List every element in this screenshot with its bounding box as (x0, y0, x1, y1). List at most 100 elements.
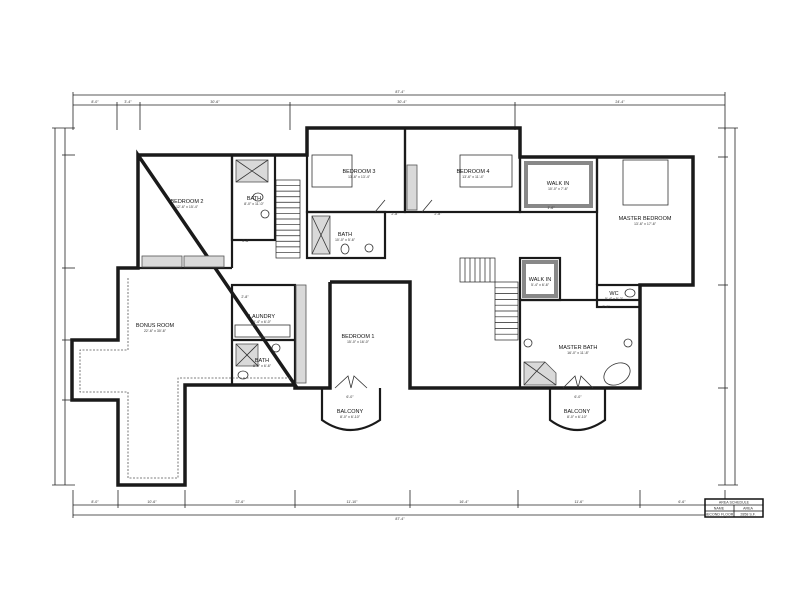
sink-icon (271, 343, 281, 353)
wc-walls (595, 283, 642, 309)
bottom-dim: 6'-6" (678, 500, 686, 504)
bottom-dim: 10'-6" (147, 500, 157, 504)
laundry-appliances (234, 324, 291, 338)
toilet-icon (340, 243, 350, 255)
area-schedule-header-area: AREA (743, 507, 753, 511)
lower-bath-size: 8'-0" x 6'-6" (253, 364, 272, 368)
door-dim: 2'-8" (391, 212, 399, 216)
small-walkin-shelf (522, 260, 558, 298)
area-schedule-title: AREA SCHEDULE (719, 501, 750, 505)
toilet-icon (624, 288, 636, 298)
master-bedroom-size: 13'-6" x 17'-6" (634, 222, 657, 226)
bedroom1-size: 15'-0" x 16'-0" (347, 340, 370, 344)
bed (459, 154, 513, 188)
bonus-room-size: 22'-6" x 30'-6" (144, 329, 167, 333)
bedroom2-size: 12'-6" x 15'-4" (176, 205, 199, 209)
center-bath-walls (305, 210, 387, 260)
closet-shelf (295, 284, 307, 384)
top-dim: 3'-4" (124, 100, 132, 104)
master-bath-size: 16'-0" x 11'-8" (567, 351, 590, 355)
bedroom3-label: BEDROOM 3 (342, 169, 375, 175)
area-schedule-cell: SECOND FLOOR (705, 513, 734, 517)
french-door[interactable] (334, 375, 368, 389)
door-dim: 2'-6" (602, 305, 610, 309)
walkin-closet-shelf (524, 161, 593, 208)
top-dimensions: 87'-4" 8'-0" 3'-4" 30'-6" 30'-4" 24'-4" (72, 90, 726, 130)
bonus-room-label: BONUS ROOM (136, 323, 175, 329)
bedroom2-label: BEDROOM 2 (170, 199, 203, 205)
area-schedule-header-name: NAME (714, 507, 725, 511)
closet-shelf (141, 255, 183, 268)
door-width-labels: 2'-8" 2'-8" 2'-8" 6'-0" 6'-0" 2'-8" 1'-6… (241, 206, 610, 399)
closet-shelf (406, 164, 418, 211)
bottom-dim: 22'-6" (235, 500, 245, 504)
french-door[interactable] (562, 375, 594, 389)
toilet-icon (237, 370, 249, 380)
room-labels: BEDROOM 2 12'-6" x 15'-4" BATH 8'-0" x 1… (136, 169, 672, 419)
master-bedroom-label: MASTER BEDROOM (619, 216, 672, 222)
upper-bath-size: 8'-0" x 11'-0" (244, 202, 265, 206)
door-dim: 2'-8" (242, 239, 250, 243)
balcony-left-label: BALCONY (337, 409, 364, 415)
top-overall-dim: 87'-4" (395, 90, 405, 94)
balcony-right-label: BALCONY (564, 409, 591, 415)
area-schedule-table: AREA SCHEDULE NAME AREA SECOND FLOOR 285… (704, 498, 764, 518)
door-swing[interactable] (374, 199, 433, 213)
closet-shelf (183, 255, 225, 268)
bed (622, 159, 669, 206)
center-bath-label: BATH (338, 232, 352, 238)
door-dim: 2'-8" (434, 212, 442, 216)
balcony-right-rail (548, 388, 607, 432)
bedroom3-size: 13'-6" x 13'-4" (348, 175, 371, 179)
master-bath-label: MASTER BATH (559, 345, 598, 351)
sink-icon (623, 338, 633, 348)
door-dim: 6'-0" (574, 395, 582, 399)
bonus-room-knee-wall (79, 278, 290, 479)
staircase[interactable] (494, 281, 519, 341)
door-dim: 6'-0" (346, 395, 354, 399)
bedroom4-size: 13'-6" x 11'-4" (462, 175, 485, 179)
small-walkin-label: WALK IN (529, 277, 551, 283)
master-bath-walls (518, 298, 642, 390)
exterior-wall (293, 282, 332, 390)
bathtub-icon (603, 362, 631, 386)
sink-icon (260, 209, 270, 219)
center-bath-size: 10'-0" x 5'-6" (335, 238, 356, 242)
laundry-label: LAUNDRY (249, 314, 276, 320)
bedroom1-label: BEDROOM 1 (341, 334, 374, 340)
upper-bath-walls (230, 153, 277, 242)
wc-size: 5'-4" x 5'-2" (605, 297, 624, 301)
top-dim: 24'-4" (615, 100, 625, 104)
small-walkin-size: 5'-4" x 6'-6" (531, 283, 550, 287)
sink-icon (364, 243, 374, 253)
staircase[interactable] (275, 179, 301, 259)
laundry-size: 9'-4" x 6'-0" (253, 320, 272, 324)
bottom-dim: 16'-4" (459, 500, 469, 504)
top-dim: 8'-0" (91, 100, 99, 104)
shower-icon (235, 343, 259, 367)
bottom-dimensions: 8'-0" 10'-6" 22'-6" 11'-10" 16'-4" 11'-6… (72, 490, 726, 521)
bedroom4-label: BEDROOM 4 (456, 169, 489, 175)
top-dim: 30'-6" (210, 100, 220, 104)
door-dim: 2'-8" (241, 295, 249, 299)
wc-label: WC (609, 291, 618, 297)
top-dim: 30'-4" (397, 100, 407, 104)
bottom-dim: 8'-0" (91, 500, 99, 504)
lower-bath-label: BATH (255, 358, 269, 364)
balcony-left-size: 8'-0" x 6'-10" (340, 415, 361, 419)
balcony-left-rail (320, 388, 382, 431)
toilet-icon (252, 192, 264, 202)
upper-bath-label: BATH (247, 196, 261, 202)
stair-outline (459, 257, 496, 283)
sink-icon (523, 338, 533, 348)
interior-walls (138, 126, 642, 390)
walkin-label: WALK IN (547, 181, 569, 187)
staircase[interactable] (459, 257, 496, 283)
bed (311, 154, 353, 188)
bottom-overall-dim: 87'-4" (395, 517, 405, 521)
shower-icon (235, 159, 269, 183)
side-dimensions (52, 127, 738, 486)
balcony-right-size: 8'-0" x 6'-10" (567, 415, 588, 419)
shower-icon (523, 361, 557, 386)
area-schedule-cell: 2858 S.F. (740, 513, 755, 517)
